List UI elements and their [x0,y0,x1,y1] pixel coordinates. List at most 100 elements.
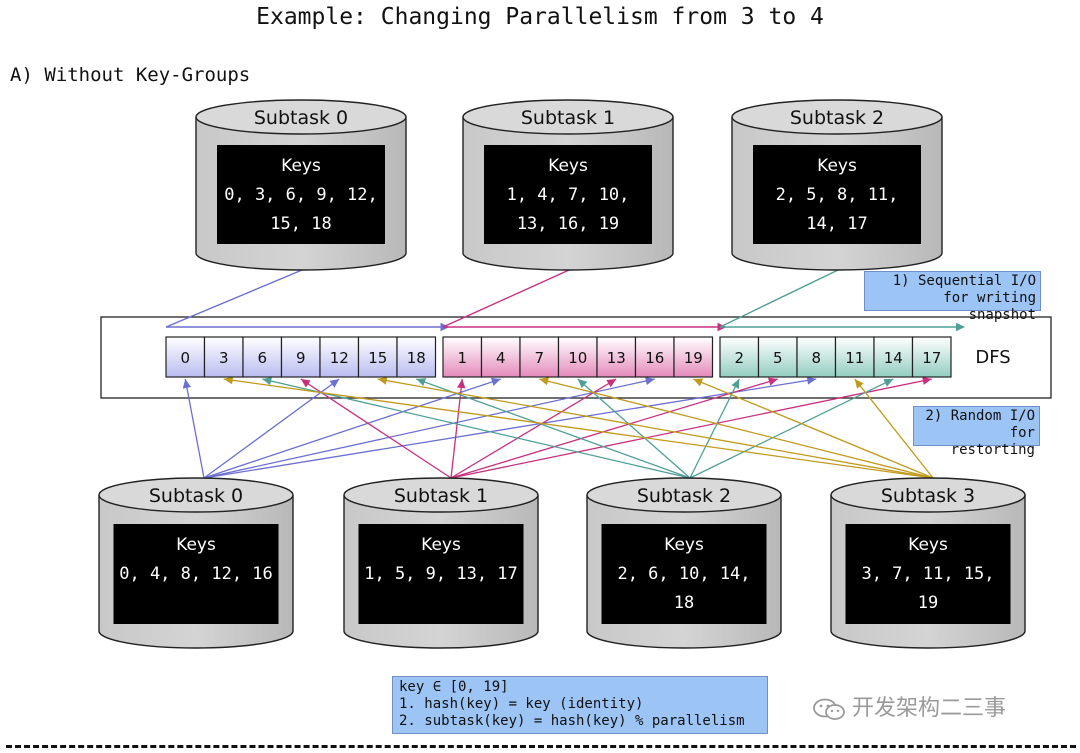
cylinder-top [830,477,1026,513]
note-line: for writing snapshot [943,290,1036,323]
dfs-cell-label: 16 [645,349,664,367]
keys-title: Keys [421,535,461,555]
subtask-name: Subtask 0 [254,107,348,129]
restore-arrow [450,378,617,479]
keys-values: 13, 16, 19 [517,214,619,234]
dfs-cell-label: 3 [219,349,229,367]
keys-values: 2, 6, 10, 14, [617,564,750,584]
restore-arrow [539,378,934,479]
cylinder-top [98,477,294,513]
dfs-cell [203,336,244,378]
keys-panel [113,524,279,624]
dfs-cell [719,336,760,378]
restore-arrow-head [854,379,864,389]
cylinder-top [731,99,943,135]
cylinder-top [343,477,539,513]
keys-panel [845,524,1011,624]
wechat-icon [813,698,845,720]
restore-arrow [223,378,934,479]
cylinder-top [586,477,782,513]
dfs-cell-label: 8 [811,349,821,367]
restore-arrow-head [223,376,234,385]
sequential-write-arrow [719,269,963,328]
keys-panel [217,145,385,244]
dfs-cell-label: 6 [257,349,267,367]
dfs-cell [596,336,637,378]
restore-arrow [262,378,691,479]
restore-arrow [203,378,340,479]
subtask-name: Subtask 3 [881,485,975,507]
formula-box: key ∈ [0, 19] 1. hash(key) = key (identi… [392,676,768,734]
watermark-text: 开发架构二三事 [852,696,1007,721]
restore-arrow-head [922,376,932,385]
keys-title: Keys [664,535,704,555]
keys-title: Keys [908,535,948,555]
formula-line: 2. subtask(key) = hash(key) % parallelis… [399,713,745,729]
sequential-write-arrow-head [956,322,965,332]
dfs-cell [557,336,598,378]
keys-values: 0, 3, 6, 9, 12, [224,185,378,205]
dfs-cell-label: 10 [568,349,587,367]
dfs-cell [442,336,483,378]
keys-values: 19 [918,593,938,613]
restore-arrow-head [377,376,388,385]
section-label: A) Without Key-Groups [10,64,251,86]
restore-arrow [300,378,452,479]
formula-line: key ∈ [0, 19] [399,679,509,695]
page-divider [6,745,1076,748]
keys-panel [753,145,921,244]
sequential-io-note: 1) Sequential I/O for writing snapshot [864,271,1041,323]
restore-arrow [577,378,691,479]
random-io-note: 2) Random I/O for restorting [913,406,1040,458]
keys-values: 1, 5, 9, 13, 17 [364,564,518,584]
dfs-cell [242,336,283,378]
restore-arrow [184,378,205,479]
dfs-cell [873,336,914,378]
restore-arrow [416,378,691,479]
dfs-cell-label: 17 [922,349,941,367]
dfs-cell-label: 4 [496,349,506,367]
dfs-cell [165,336,206,378]
dfs-cell-label: 12 [330,349,349,367]
dfs-cell-label: 19 [684,349,703,367]
keys-title: Keys [281,156,321,176]
restore-arrow [450,378,778,479]
restore-arrow-head [490,377,501,386]
restore-arrow [203,378,501,479]
keys-values: 0, 4, 8, 12, 16 [119,564,273,584]
restore-arrow-head [457,379,466,389]
dfs-cell [634,336,675,378]
dfs-cell-label: 11 [845,349,864,367]
subtask-name: Subtask 2 [790,107,884,129]
restore-arrow-head [182,379,192,389]
dfs-cell-label: 5 [773,349,783,367]
dfs-label: DFS [975,347,1010,368]
restore-arrow-head [606,379,617,388]
cylinder-top [195,99,407,135]
restore-arrow [377,378,934,479]
dfs-cell-label: 2 [734,349,744,367]
dfs-cell [480,336,521,378]
dfs-cell [357,336,398,378]
restore-arrow-head [693,378,704,387]
restore-arrow [689,378,894,479]
dfs-cell-label: 18 [407,349,426,367]
sequential-write-arrow [165,269,448,328]
note-line: for restorting [950,425,1035,458]
dfs-cell [673,336,714,378]
note-line: 1) Sequential I/O [892,273,1036,289]
keys-panel [601,524,767,624]
dfs-cell-label: 13 [607,349,626,367]
subtask-name: Subtask 1 [521,107,615,129]
keys-panel [358,524,524,624]
keys-values: 1, 4, 7, 10, [507,185,630,205]
dfs-cell-label: 0 [180,349,190,367]
subtask-name: Subtask 0 [149,485,243,507]
diagram-title: Example: Changing Parallelism from 3 to … [256,4,824,30]
sequential-write-arrow [442,269,725,328]
dfs-cell [319,336,360,378]
restore-arrow-head [645,376,655,386]
note-line: 2) Random I/O [925,408,1035,424]
restore-arrow-head [806,376,817,385]
